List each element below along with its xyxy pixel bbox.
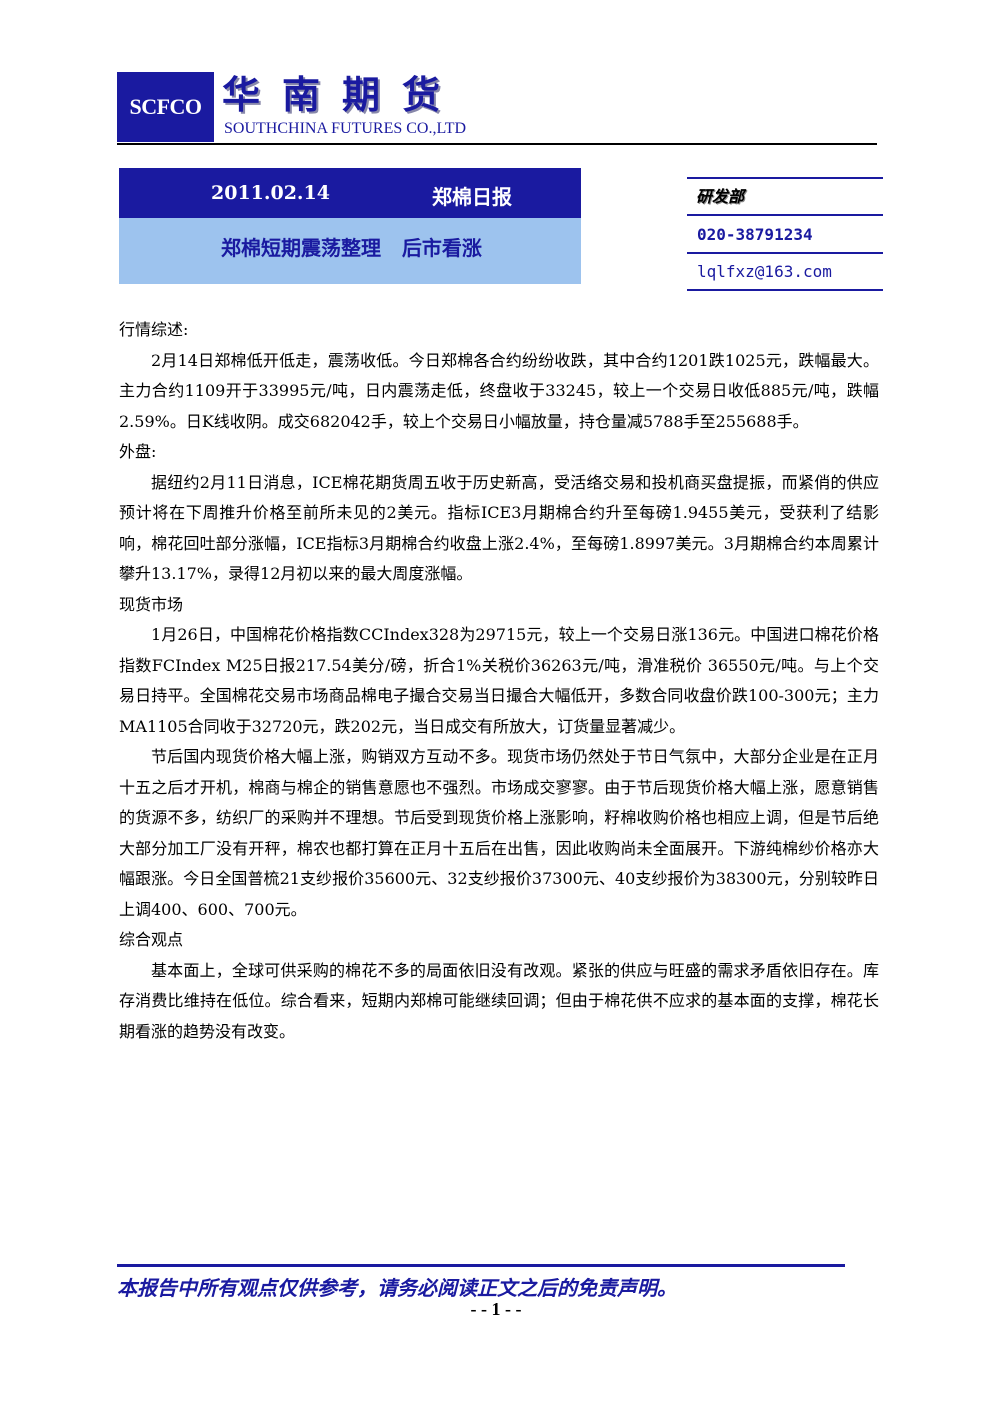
contact-email[interactable]: lqlfxz@163.com	[697, 262, 832, 281]
footer-divider	[117, 1264, 845, 1267]
section-heading: 行情综述:	[119, 320, 189, 339]
body-paragraph: 2月14日郑棉低开低走，震荡收低。今日郑棉各合约纷纷收跌，其中合约1201跌10…	[119, 350, 879, 431]
report-headline: 郑棉短期震荡整理 后市看涨	[221, 236, 482, 260]
contact-rule-top	[687, 177, 883, 179]
report-body: 行情综述: 2月14日郑棉低开低走，震荡收低。今日郑棉各合约纷纷收跌，其中合约12…	[119, 315, 879, 1047]
report-date: 2011.02.14	[211, 182, 330, 204]
body-paragraph: 据纽约2月11日消息，ICE棉花期货周五收于历史新高，受活络交易和投机商买盘提振…	[119, 472, 879, 584]
contact-phone: 020-38791234	[697, 225, 813, 244]
disclaimer: 本报告中所有观点仅供参考，请务必阅读正文之后的免责声明。	[117, 1276, 677, 1300]
section-heading: 综合观点	[119, 930, 184, 949]
body-paragraph: 节后国内现货价格大幅上涨，购销双方互动不多。现货市场仍然处于节日气氛中，大部分企…	[119, 747, 879, 919]
header-divider	[117, 143, 877, 145]
company-name-cn: 华南期货	[222, 72, 463, 117]
body-paragraph: 基本面上，全球可供采购的棉花不多的局面依旧没有改观。紧张的供应与旺盛的需求矛盾依…	[119, 960, 879, 1041]
report-headline-bar: 郑棉短期震荡整理 后市看涨	[119, 218, 581, 284]
body-paragraph: 1月26日，中国棉花价格指数CCIndex328为29715元，较上一个交易日涨…	[119, 625, 879, 736]
report-type: 郑棉日报	[432, 185, 512, 209]
section-heading: 外盘:	[119, 442, 157, 461]
contact-rule-2	[687, 252, 883, 254]
report-date-bar: 2011.02.14 郑棉日报	[119, 168, 581, 218]
contact-rule-1	[687, 214, 883, 216]
page-number: - - 1 - -	[470, 1299, 522, 1319]
contact-department: 研发部	[696, 187, 745, 206]
company-logo: SCFCO	[117, 72, 214, 142]
contact-rule-bottom	[687, 289, 883, 291]
section-heading: 现货市场	[119, 594, 184, 614]
company-name-en: SOUTHCHINA FUTURES CO.,LTD	[224, 120, 467, 137]
